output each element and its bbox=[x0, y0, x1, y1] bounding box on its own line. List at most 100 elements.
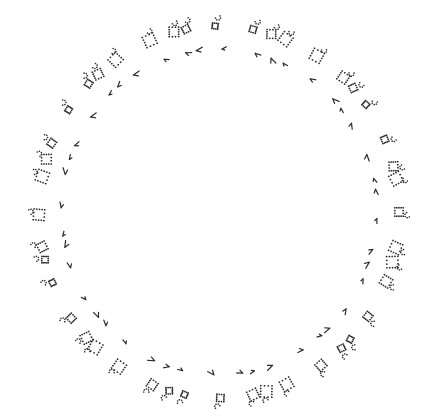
kite-dot bbox=[256, 397, 258, 399]
curl-dot bbox=[372, 103, 374, 105]
kite-dot bbox=[86, 332, 88, 334]
tick-stroke bbox=[222, 49, 225, 50]
kite-dot bbox=[97, 69, 99, 71]
tick-stroke bbox=[109, 94, 112, 95]
curl-dot bbox=[353, 72, 355, 74]
curl-dot bbox=[352, 345, 354, 347]
curl-dot bbox=[359, 86, 361, 88]
kite-dot bbox=[312, 50, 314, 52]
curl-dot bbox=[405, 182, 407, 184]
kite-dot bbox=[368, 321, 370, 323]
kite-dot bbox=[178, 31, 180, 33]
kite-dot bbox=[213, 28, 215, 30]
curl-dot bbox=[326, 49, 328, 51]
curl-dot bbox=[348, 72, 350, 74]
kite-dot bbox=[246, 391, 248, 393]
curl-dot bbox=[284, 391, 286, 393]
kite-dot bbox=[45, 243, 47, 245]
kite-dot bbox=[54, 144, 56, 146]
kite-dot bbox=[271, 396, 273, 398]
kite-dot bbox=[41, 241, 43, 243]
curl-dot bbox=[39, 151, 41, 153]
kite-dot bbox=[292, 37, 294, 39]
kite-dot bbox=[41, 163, 43, 165]
tick-stroke bbox=[251, 370, 254, 371]
kite-dot bbox=[178, 33, 180, 35]
curl-dot bbox=[274, 27, 276, 29]
kite-dot bbox=[69, 314, 71, 316]
kite-dot bbox=[260, 393, 262, 395]
kite-dot bbox=[353, 337, 355, 339]
kite-dot bbox=[385, 286, 387, 288]
kite-dot bbox=[290, 387, 292, 389]
kite-dot bbox=[145, 35, 147, 37]
tick-stroke bbox=[283, 63, 284, 66]
curl-dot bbox=[177, 22, 179, 24]
kite-dot bbox=[383, 285, 385, 287]
kite-dot bbox=[172, 393, 174, 395]
kite-dot bbox=[47, 176, 49, 178]
kite-dot bbox=[223, 401, 225, 403]
kite-dot bbox=[381, 141, 383, 143]
kite-dot bbox=[119, 373, 121, 375]
kite-dot bbox=[111, 63, 113, 65]
kite-dot bbox=[83, 84, 85, 86]
curl-dot bbox=[400, 168, 402, 170]
kite-dot bbox=[362, 316, 364, 318]
curl-dot bbox=[363, 85, 365, 87]
kite-dot bbox=[115, 67, 117, 69]
kite-dot bbox=[388, 167, 390, 169]
curl-dot bbox=[36, 255, 38, 257]
kite-dot bbox=[271, 394, 273, 396]
tick-stroke bbox=[65, 170, 67, 174]
kite-dot bbox=[165, 392, 167, 394]
curl-dot bbox=[393, 284, 395, 286]
tick-stroke bbox=[63, 168, 65, 175]
kite-dot bbox=[388, 249, 390, 251]
kite-dot bbox=[280, 384, 282, 386]
kite-dot bbox=[50, 163, 52, 165]
kite-dot bbox=[56, 142, 58, 144]
kite-dot bbox=[364, 106, 366, 108]
kite-dot bbox=[266, 33, 268, 35]
kite-dot bbox=[400, 247, 402, 249]
kite-dot bbox=[347, 336, 349, 338]
kite-dot bbox=[257, 392, 259, 394]
kite-dot bbox=[365, 108, 367, 110]
kite-dot bbox=[36, 208, 38, 210]
curl-dot bbox=[400, 252, 402, 254]
kite-dot bbox=[372, 315, 374, 317]
kite-dot bbox=[346, 340, 348, 342]
kite-dot bbox=[283, 44, 285, 46]
kite-dot bbox=[384, 274, 386, 276]
kite-dot bbox=[123, 362, 125, 364]
kite-dot bbox=[53, 145, 55, 147]
kite-dot bbox=[42, 182, 44, 184]
tick-stroke bbox=[61, 205, 63, 208]
kite-dot bbox=[150, 388, 152, 390]
kite-dot bbox=[182, 390, 184, 392]
kite-dot bbox=[350, 90, 352, 92]
kite-dot bbox=[144, 42, 146, 44]
kite-dot bbox=[393, 185, 395, 187]
kite-dot bbox=[254, 26, 256, 28]
curl-dot bbox=[406, 212, 408, 214]
kite-dot bbox=[100, 77, 102, 79]
kite-dot bbox=[275, 33, 277, 35]
curl-dot bbox=[114, 53, 116, 55]
kite-dot bbox=[338, 345, 340, 347]
curl-dot bbox=[114, 49, 116, 51]
kite-dot bbox=[402, 215, 404, 217]
curl-dot bbox=[288, 391, 290, 393]
tick-stroke bbox=[374, 189, 375, 193]
kite-dot bbox=[38, 219, 40, 221]
kite-dot bbox=[150, 378, 152, 380]
kite-dot bbox=[165, 393, 167, 395]
kite-dot bbox=[326, 365, 328, 367]
kite-dot bbox=[50, 286, 52, 288]
kite-dot bbox=[402, 213, 404, 215]
kite-dot bbox=[85, 82, 87, 84]
kite-dot bbox=[388, 276, 390, 278]
tick-stroke bbox=[133, 75, 138, 76]
curl-dot bbox=[148, 391, 150, 393]
